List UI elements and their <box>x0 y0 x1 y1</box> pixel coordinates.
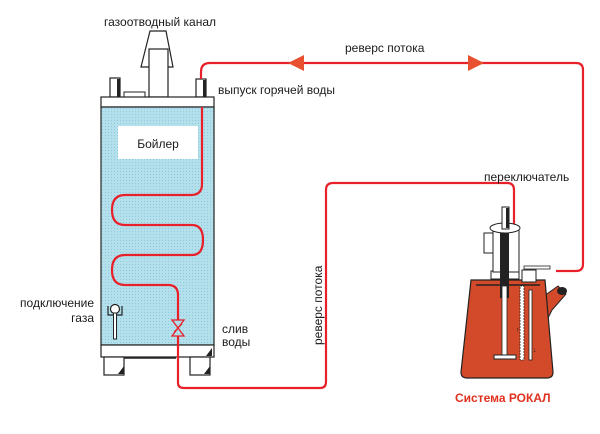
reverse-flow-side-label: реверс потока <box>311 265 325 345</box>
top-plate <box>123 91 146 98</box>
svg-text:↓: ↓ <box>533 347 537 354</box>
boiler-bottom-cap <box>100 344 215 358</box>
rokal-system: ↑ ↓ <box>460 206 567 379</box>
arrow-left-icon <box>288 55 304 71</box>
svg-text:↑: ↑ <box>516 327 520 334</box>
reverse-flow-pipe <box>176 181 516 390</box>
gas-burner-icon <box>107 303 123 340</box>
hot-water-pipe <box>199 61 585 273</box>
switch-label: переключатель <box>484 170 569 184</box>
boiler-label: Бойлер <box>137 137 179 151</box>
gas-connection-label-line2: газа <box>71 311 94 325</box>
arrow-right-icon <box>468 55 484 71</box>
switch-lever <box>523 265 551 270</box>
hot-water-outlet-label: выпуск горячей воды <box>218 83 335 97</box>
drain-label-line1: слив <box>222 322 248 336</box>
boiler-label-box <box>118 126 198 159</box>
boiler: Бойлер <box>100 30 215 376</box>
gas-connection-label-line1: подключение <box>20 296 94 310</box>
flue-label: газоотводный канал <box>104 15 216 29</box>
system-title: Система РОКАЛ <box>455 391 551 405</box>
drain-label-line2: воды <box>222 335 250 349</box>
heating-coil <box>110 107 205 320</box>
boiler-top-cap <box>100 96 215 108</box>
pipe-network <box>110 61 585 390</box>
boiler-feet <box>103 348 212 376</box>
reverse-flow-top-label: реверс потока <box>345 41 425 55</box>
flue-pipe <box>140 30 174 98</box>
